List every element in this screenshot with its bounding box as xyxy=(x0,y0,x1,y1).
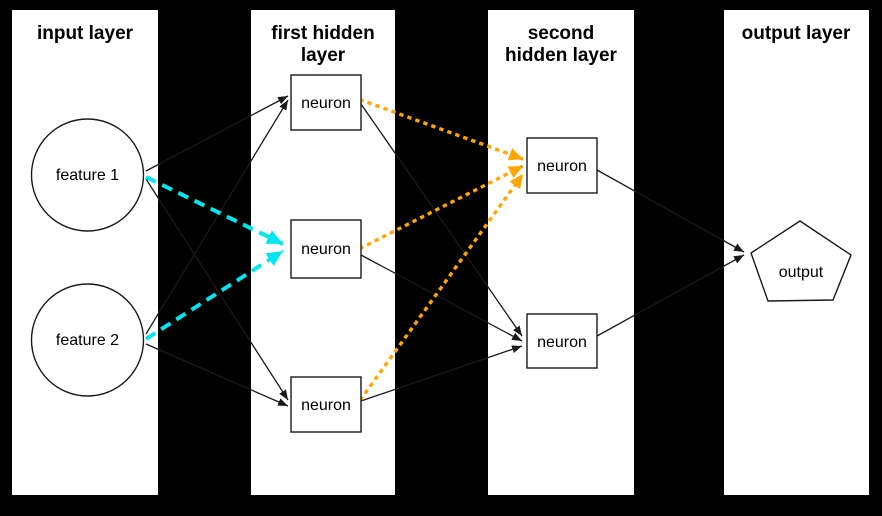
orange-dotted-edges xyxy=(358,97,526,402)
second-hidden-layer-title-line1: second xyxy=(528,23,595,44)
feature-2-node xyxy=(30,283,145,397)
edge xyxy=(360,345,523,402)
hidden1-middle-neuron-label: neuron xyxy=(301,241,351,258)
hidden2-top-neuron-label: neuron xyxy=(537,158,587,175)
hidden2-bottom-neuron-node xyxy=(526,313,598,369)
edge-feature2-to-cyan-neuron xyxy=(144,249,285,341)
edge xyxy=(360,254,523,342)
edge xyxy=(145,99,289,335)
output-layer-title: output layer xyxy=(742,23,851,44)
hidden1-top-neuron-label: neuron xyxy=(301,95,351,112)
second-hidden-layer-title-line2: hidden layer xyxy=(505,45,618,66)
first-hidden-layer-title-line1: first hidden xyxy=(271,23,374,44)
input-layer-title: input layer xyxy=(37,23,134,44)
hidden1-middle-neuron-node-highlighted xyxy=(290,219,362,279)
edge-cyan-neuron-to-orange-neuron xyxy=(358,163,526,251)
first-hidden-layer-title-line2: layer xyxy=(301,45,346,66)
edge xyxy=(596,254,745,337)
hidden1-bottom-neuron-label: neuron xyxy=(301,397,351,414)
edge xyxy=(360,103,523,337)
edge-feature1-to-cyan-neuron xyxy=(145,175,284,246)
hidden1-bottom-neuron-node xyxy=(290,376,362,433)
second-hidden-layer-panel xyxy=(488,10,634,495)
forward-edges xyxy=(145,95,745,407)
hidden1-top-neuron-node xyxy=(290,74,362,131)
edge xyxy=(145,178,289,401)
feature-1-label: feature 1 xyxy=(56,167,119,184)
edge-bottom-neuron-to-orange-neuron xyxy=(358,171,526,402)
edge xyxy=(145,95,289,172)
feature-1-node xyxy=(30,118,145,232)
output-node xyxy=(750,220,852,302)
hidden2-top-neuron-node-highlighted xyxy=(526,137,598,194)
hidden2-bottom-neuron-label: neuron xyxy=(537,334,587,351)
input-layer-panel xyxy=(12,10,158,495)
edge xyxy=(596,169,745,253)
edge-top-neuron-to-orange-neuron xyxy=(358,97,526,162)
output-node-label: output xyxy=(779,264,824,281)
feature-2-label: feature 2 xyxy=(56,332,119,349)
cyan-dashed-edges xyxy=(144,175,285,341)
edge xyxy=(145,343,289,407)
